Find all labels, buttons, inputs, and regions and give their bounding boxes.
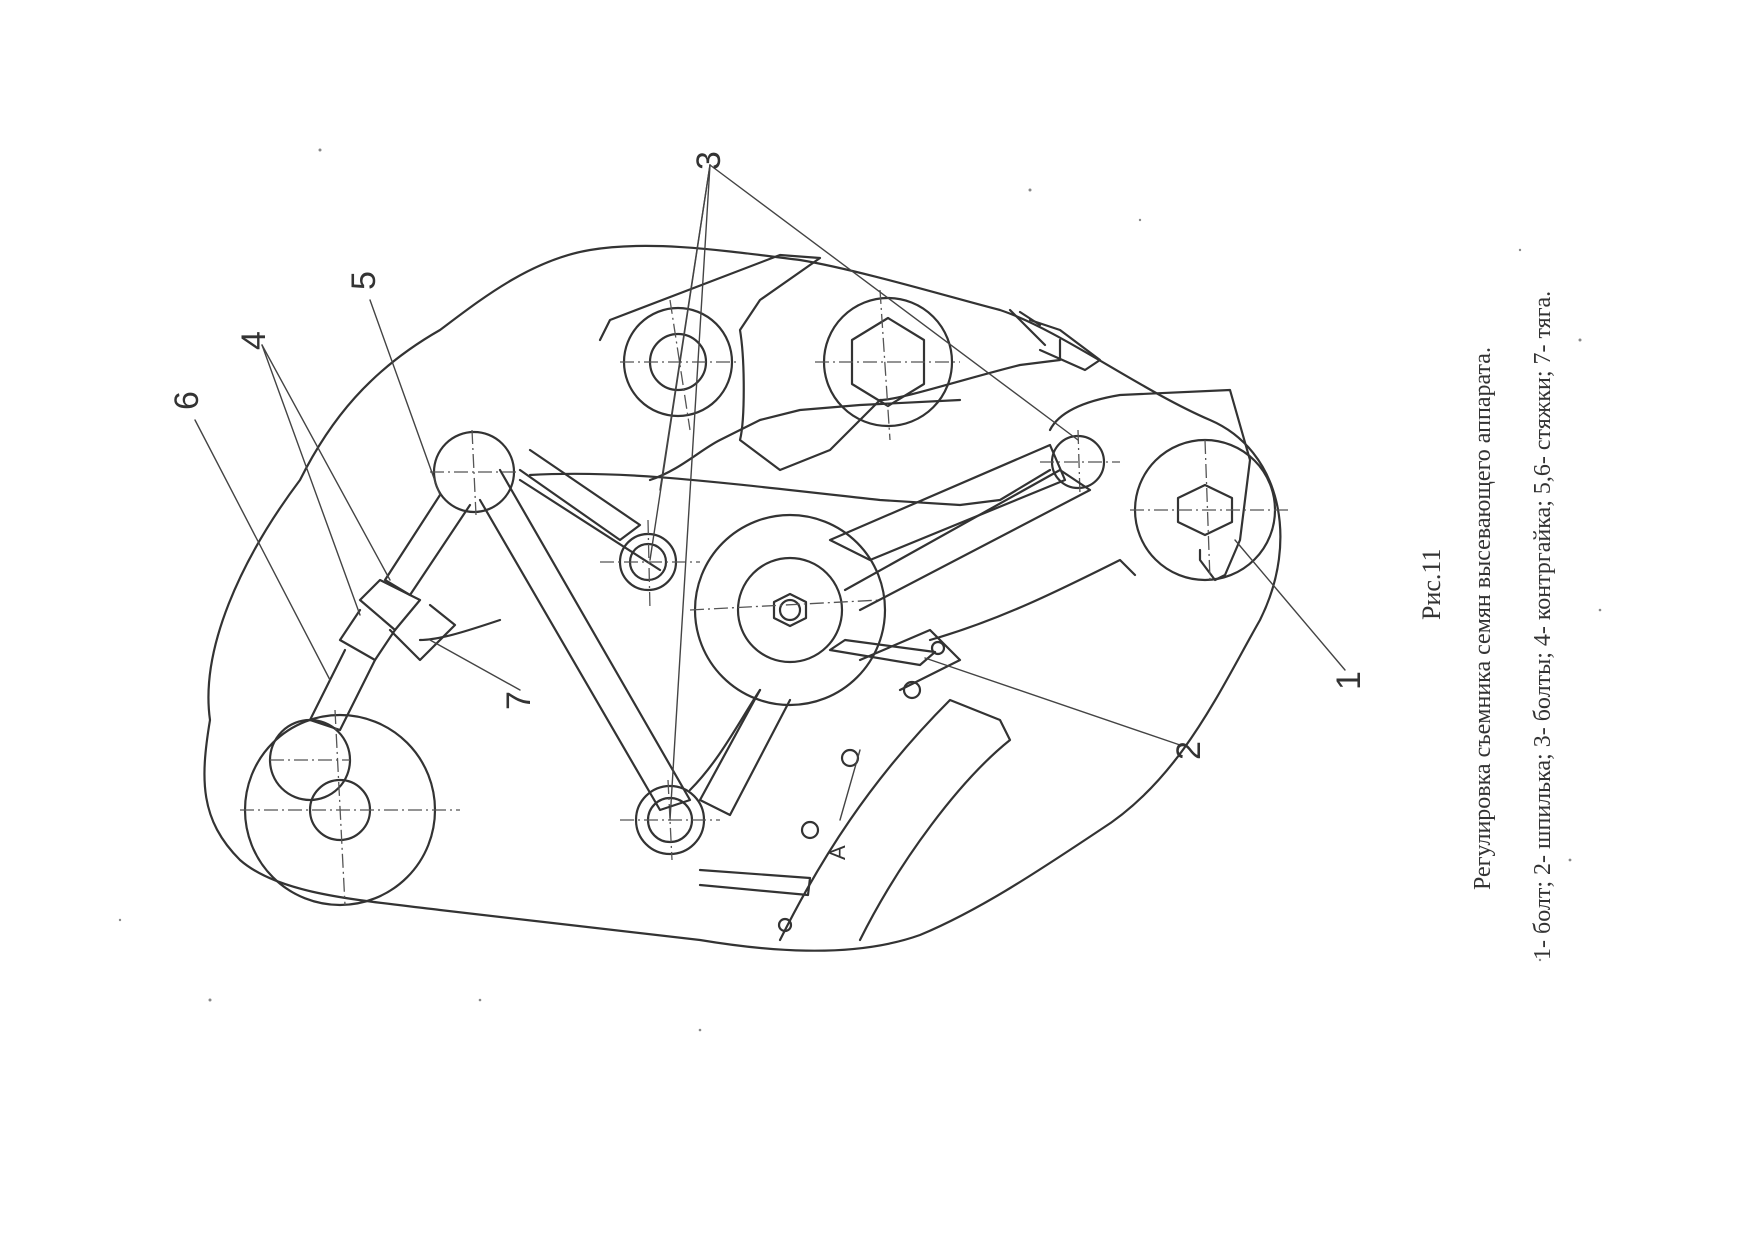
bolt-1-head bbox=[1176, 483, 1234, 537]
link-arm bbox=[478, 468, 692, 812]
leader-5 bbox=[369, 299, 441, 496]
caption-legend: 1- болт; 2- шпилька; 3- болты; 4- контрг… bbox=[1530, 291, 1556, 960]
spoke-upper-right bbox=[828, 443, 1067, 562]
callout-2: 2 bbox=[1170, 741, 1208, 760]
spoke-lower bbox=[698, 688, 792, 817]
callout-7: 7 bbox=[500, 691, 538, 710]
leader-6 bbox=[194, 419, 331, 681]
leader-2 bbox=[924, 657, 1181, 746]
callout-5: 5 bbox=[345, 271, 383, 290]
turnbuckle-6 bbox=[308, 648, 377, 732]
callout-A: A bbox=[825, 845, 850, 860]
callout-6: 6 bbox=[168, 391, 206, 410]
leader-7 bbox=[429, 639, 521, 691]
disk-sector bbox=[778, 698, 1012, 942]
caption-number: Рис.11 bbox=[1417, 549, 1446, 620]
leader-1 bbox=[1234, 539, 1346, 671]
leader-4a bbox=[261, 344, 391, 581]
callout-3: 3 bbox=[690, 151, 728, 170]
hex-nut bbox=[850, 316, 926, 408]
drawing-outline bbox=[203, 244, 1282, 952]
hub-nut bbox=[772, 592, 808, 628]
leader-3a bbox=[669, 164, 711, 821]
housing-rib bbox=[648, 398, 962, 482]
turnbuckle-5 bbox=[383, 493, 472, 597]
leader-3c bbox=[709, 164, 1079, 441]
callout-4: 4 bbox=[235, 331, 273, 350]
callout-1: 1 bbox=[1330, 671, 1368, 690]
central-hub bbox=[693, 513, 887, 707]
spoke-left-upper bbox=[518, 448, 642, 542]
leader-3d bbox=[659, 164, 711, 491]
leader-4b bbox=[261, 344, 361, 616]
stud-2 bbox=[828, 638, 937, 667]
scan-specks bbox=[118, 148, 1602, 1032]
caption-title: Регулировка съемника семян высевающего а… bbox=[1470, 347, 1496, 890]
leader-A bbox=[839, 749, 861, 821]
housing-upper bbox=[598, 253, 1062, 472]
